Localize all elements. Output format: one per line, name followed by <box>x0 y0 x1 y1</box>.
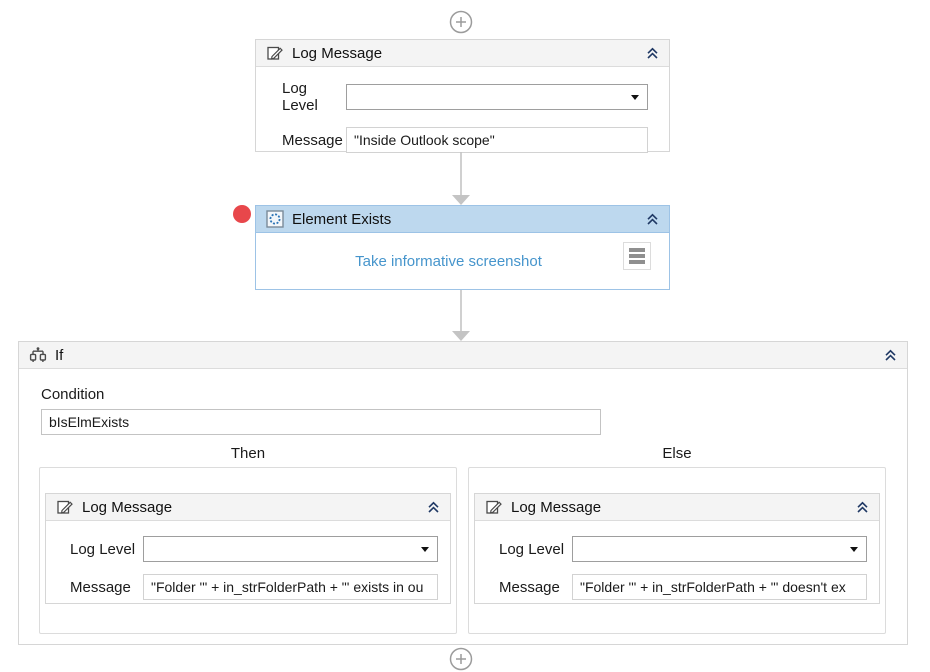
log-message-body: Log Level Message "Folder '" + in_strFol… <box>46 536 450 600</box>
activity-log-message-top[interactable]: Log Message Log Level Message "Inside Ou… <box>255 39 670 153</box>
activity-element-exists[interactable]: Element Exists Take informative screensh… <box>255 205 670 290</box>
condition-label: Condition <box>41 386 105 403</box>
message-label: Message <box>282 131 343 149</box>
message-input[interactable]: "Folder '" + in_strFolderPath + "' doesn… <box>572 574 867 600</box>
message-input[interactable]: "Inside Outlook scope" <box>346 127 648 153</box>
log-level-label: Log Level <box>282 80 318 114</box>
then-container[interactable]: Log Message Log Level <box>39 467 457 634</box>
collapse-icon[interactable] <box>427 501 440 514</box>
log-message-header[interactable]: Log Message <box>475 494 879 521</box>
message-label: Message <box>70 578 131 596</box>
message-label: Message <box>499 578 560 596</box>
log-level-label: Log Level <box>70 540 136 558</box>
activity-log-message-else[interactable]: Log Message Log Level <box>474 493 880 604</box>
connector-arrow-1 <box>452 152 470 205</box>
log-level-dropdown[interactable] <box>143 536 438 562</box>
activity-log-message-then[interactable]: Log Message Log Level <box>45 493 451 604</box>
log-message-icon <box>485 498 503 516</box>
log-level-dropdown[interactable] <box>346 84 648 110</box>
activity-title: Log Message <box>292 44 383 62</box>
collapse-icon[interactable] <box>646 213 659 226</box>
log-level-label: Log Level <box>499 540 565 558</box>
chevron-down-icon <box>850 547 858 552</box>
activity-if[interactable]: If Condition bIsElmExists Then Else <box>18 341 908 645</box>
add-activity-button-top[interactable] <box>449 10 473 34</box>
else-label: Else <box>662 445 692 462</box>
activity-title: Log Message <box>511 498 602 516</box>
then-label: Then <box>230 445 266 462</box>
activity-title: Element Exists <box>292 210 392 228</box>
log-message-icon <box>266 44 284 62</box>
message-input[interactable]: "Folder '" + in_strFolderPath + "' exist… <box>143 574 438 600</box>
log-message-body: Log Level Message "Inside Outlook scope" <box>256 80 669 153</box>
if-header[interactable]: If <box>19 342 907 369</box>
log-message-icon <box>56 498 74 516</box>
collapse-icon[interactable] <box>884 349 897 362</box>
add-activity-button-bottom[interactable] <box>449 647 473 671</box>
log-message-header[interactable]: Log Message <box>256 40 669 67</box>
else-container[interactable]: Log Message Log Level <box>468 467 886 634</box>
if-branch-icon <box>29 346 47 364</box>
element-exists-header[interactable]: Element Exists <box>256 206 669 233</box>
condition-input[interactable]: bIsElmExists <box>41 409 601 435</box>
connector-arrow-2 <box>452 290 470 341</box>
element-exists-body: Take informative screenshot <box>256 233 669 290</box>
log-level-dropdown[interactable] <box>572 536 867 562</box>
chevron-down-icon <box>631 95 639 100</box>
log-message-body: Log Level Message "Folder '" + in_strFol… <box>475 536 879 600</box>
activity-title: If <box>55 346 64 364</box>
collapse-icon[interactable] <box>646 47 659 60</box>
breakpoint-indicator <box>233 205 251 223</box>
take-screenshot-link[interactable]: Take informative screenshot <box>355 253 542 270</box>
chevron-down-icon <box>421 547 429 552</box>
activity-title: Log Message <box>82 498 173 516</box>
options-menu-button[interactable] <box>623 242 651 270</box>
element-exists-icon <box>266 210 284 228</box>
collapse-icon[interactable] <box>856 501 869 514</box>
log-message-header[interactable]: Log Message <box>46 494 450 521</box>
hamburger-icon <box>629 248 645 252</box>
